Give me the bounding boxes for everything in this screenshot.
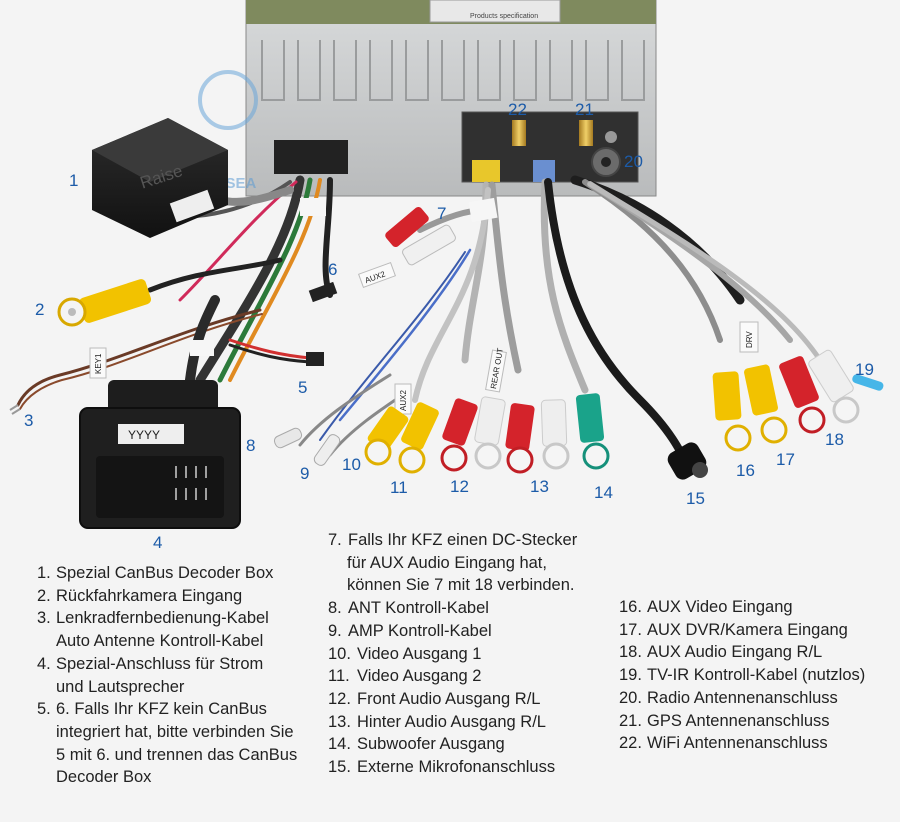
wire-ends-8-9 [273,427,341,466]
legend-item-19: 19.TV-IR Kontroll-Kabel (nutzlos) [619,666,866,685]
legend-column-3: 16.AUX Video Eingang 17.AUX DVR/Kamera E… [619,596,865,755]
callout-22: 22 [508,100,527,119]
callout-21: 21 [575,100,594,119]
legend-column-2: 7.Falls Ihr KFZ einen DC-Stecker für AUX… [328,529,577,779]
legend-item-5: 5.6. Falls Ihr KFZ kein CanBus integrier… [37,700,298,787]
callout-15: 15 [686,489,705,508]
legend-item-12: 12.Front Audio Ausgang R/L [328,689,541,708]
legend-item-13: 13.Hinter Audio Ausgang R/L [328,712,546,731]
callout-6: 6 [328,260,338,279]
legend-column-1: 1.Spezial CanBus Decoder Box 2.Rückfahrk… [37,562,297,789]
callout-7: 7 [437,204,447,223]
head-unit-chassis [245,0,657,197]
legend-item-11: 11.Video Ausgang 2 [328,667,482,686]
reverse-camera-rca [57,279,152,327]
legend-item-9: 9.AMP Kontroll-Kabel [328,621,492,640]
rca-plug-7 [385,206,456,266]
callout-9: 9 [300,464,310,483]
callout-13: 13 [530,477,549,496]
legend-item-15: 15.Externe Mikrofonanschluss [328,758,556,777]
callout-2: 2 [35,300,45,319]
callout-20: 20 [624,152,643,171]
legend-item-20: 20.Radio Antennenanschluss [619,688,838,707]
legend-item-21: 21.GPS Antennenanschluss [619,711,830,730]
tag-aux2-b: AUX2 [399,390,408,411]
rca-fan-inputs [712,349,860,452]
rca-fan-outputs [364,393,610,474]
callout-14: 14 [594,483,613,502]
legend-item-10: 10.Video Ausgang 1 [328,644,482,663]
connector-5-6 [306,281,338,366]
callout-11: 11 [390,478,408,497]
callout-18: 18 [825,430,844,449]
tag-drv: DRV [745,331,754,348]
callout-10: 10 [342,455,361,474]
legend-item-14: 14.Subwoofer Ausgang [328,735,505,754]
callout-16: 16 [736,461,755,480]
callout-12: 12 [450,477,469,496]
cable-bundle [16,175,823,474]
tag-key1: KEY1 [94,353,103,374]
legend-item-17: 17.AUX DVR/Kamera Eingang [619,620,848,639]
callout-5: 5 [298,378,308,397]
main-power-plug: YYYY [79,380,241,529]
mic-jack-15 [667,442,708,480]
legend-item-1: 1.Spezial CanBus Decoder Box [37,564,274,582]
wire-ends-3 [9,404,21,415]
legend-item-8: 8.ANT Kontroll-Kabel [328,599,489,618]
callout-19: 19 [855,360,874,379]
callout-17: 17 [776,450,795,469]
callout-4: 4 [153,533,163,552]
plug-label: YYYY [128,428,160,442]
legend-item-7: 7.Falls Ihr KFZ einen DC-Stecker für AUX… [328,531,578,595]
legend-item-16: 16.AUX Video Eingang [619,598,793,616]
legend-item-22: 22.WiFi Antennenanschluss [619,734,828,753]
callout-1: 1 [69,171,79,190]
canbus-decoder-box: Raise [92,118,228,238]
legend-item-3: 3.Lenkradfernbedienung-Kabel Auto Antenn… [37,609,269,651]
legend-item-18: 18.AUX Audio Eingang R/L [619,643,823,662]
product-label: Products specification [470,13,538,20]
callout-8: 8 [246,436,256,455]
callout-3: 3 [24,411,34,430]
connector-tags: AUX2 KEY1 AUX2 REAR OUT DRV [89,261,759,415]
legend-item-2: 2.Rückfahrkamera Eingang [37,586,243,605]
tv-ir-tip-19 [852,374,884,391]
legend-item-4: 4.Spezial-Anschluss für Strom und Lautsp… [37,654,264,696]
